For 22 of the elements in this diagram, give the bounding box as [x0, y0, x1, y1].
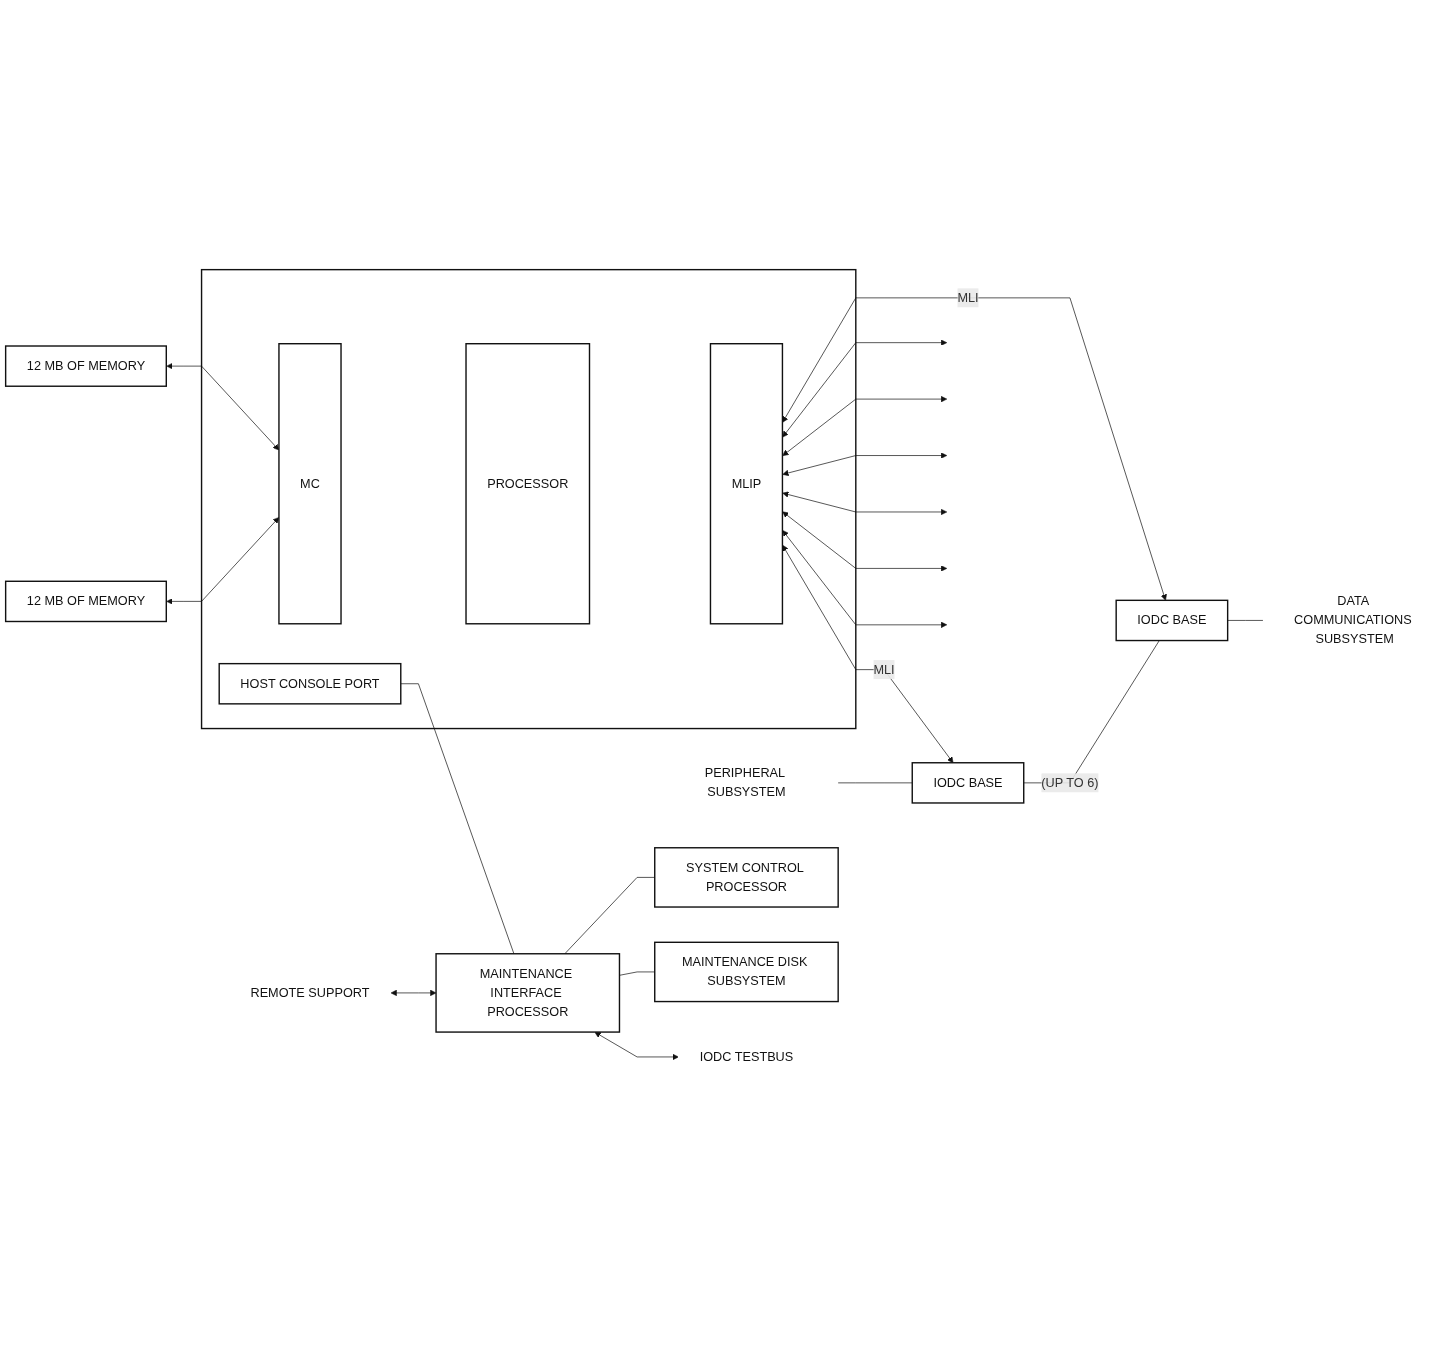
- node-box: MLIP: [709, 342, 784, 625]
- cluster: [200, 268, 857, 729]
- node-box: IODC BASE: [1115, 599, 1229, 641]
- node-box: IODC BASE: [911, 761, 1025, 804]
- edge-label: (UP TO 6): [1041, 775, 1099, 790]
- node-box: MAINTENANCE INTERFACE PROCESSOR: [435, 952, 621, 1033]
- node-text: DATA COMMUNICATIONS SUBSYSTEM: [1294, 593, 1412, 646]
- connector: [837, 782, 913, 783]
- node-box: PROCESSOR: [465, 342, 591, 625]
- node-box: HOST CONSOLE PORT: [218, 662, 402, 705]
- node-text: REMOTE SUPPORT: [250, 985, 370, 1000]
- edge-label: MLI: [873, 661, 895, 676]
- node-box: MAINTENANCE DISK SUBSYSTEM: [654, 941, 839, 1002]
- node-box: 12 MB OF MEMORY: [4, 580, 167, 622]
- connector: [1227, 619, 1264, 621]
- node-text: PERIPHERAL SUBSYSTEM: [704, 765, 786, 799]
- node-box: MC: [278, 342, 342, 625]
- node-box: 12 MB OF MEMORY: [4, 344, 167, 387]
- node-text: IODC TESTBUS: [699, 1049, 794, 1064]
- edge-label: MLI: [957, 290, 979, 305]
- node-box: SYSTEM CONTROL PROCESSOR: [654, 846, 839, 908]
- connector: [400, 683, 515, 954]
